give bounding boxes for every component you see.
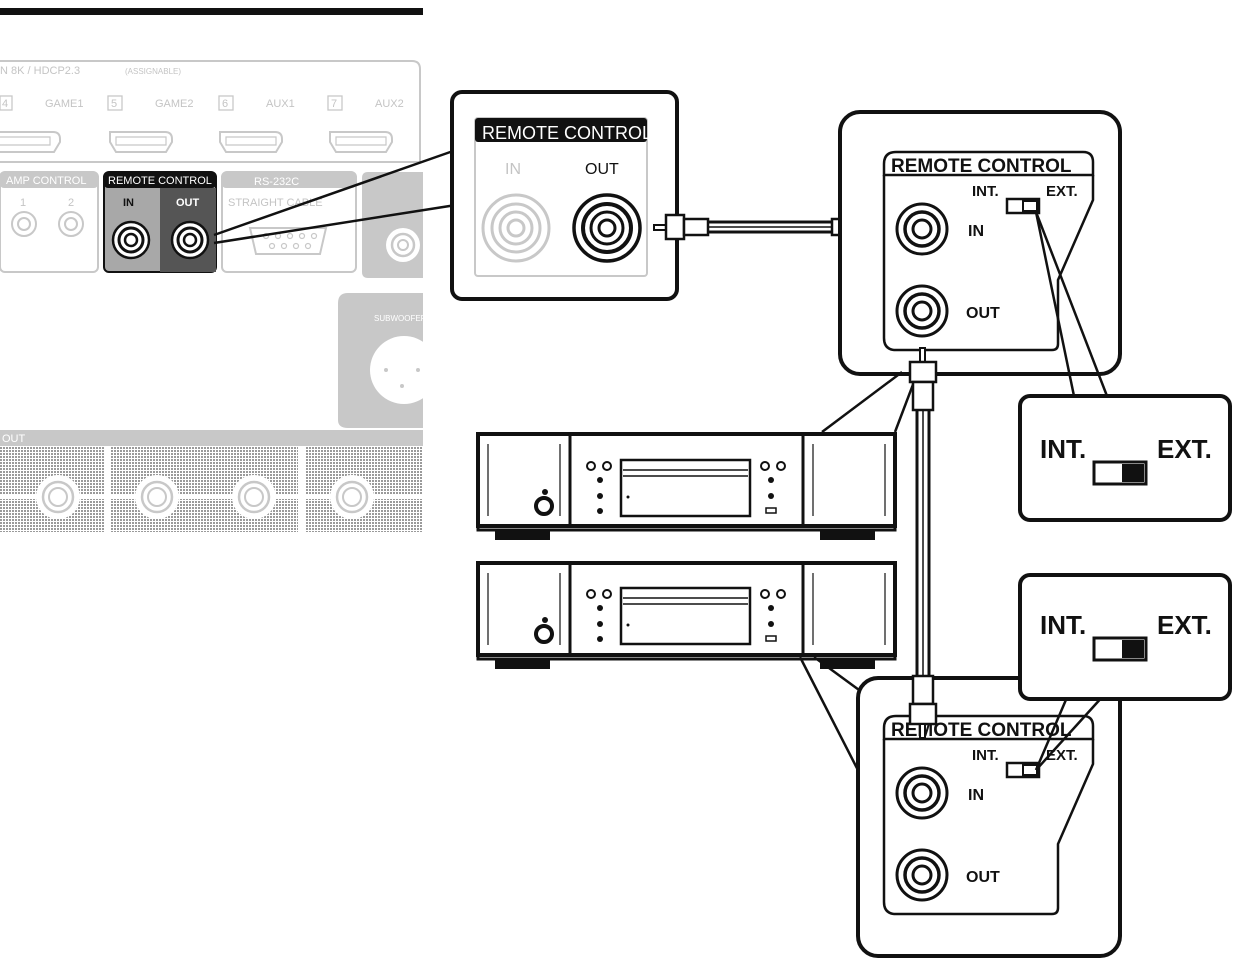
rear-callout-lines	[213, 148, 457, 245]
hdmi-label-game1: GAME1	[45, 98, 84, 110]
device-top-out-label: OUT	[966, 305, 1000, 322]
hdmi-num-5: 5	[111, 98, 117, 110]
hdmi-num-4: 4	[2, 98, 8, 110]
device-bottom-out-jack	[895, 848, 949, 902]
switch-zoom-top: INT. EXT.	[1018, 394, 1232, 522]
switch-bottom-callout-lines	[1034, 694, 1105, 771]
switch-top-callout-lines	[1034, 211, 1109, 397]
device-bottom-int-label: INT.	[972, 747, 999, 764]
hdmi-num-7: 7	[331, 98, 337, 110]
amp-control-title: AMP CONTROL	[6, 175, 86, 187]
hdmi-label-aux1: AUX1	[266, 98, 295, 110]
top-black-bar	[0, 8, 423, 15]
switch-zoom-bottom-int: INT.	[1040, 610, 1086, 640]
amp-jack1-label: 1	[20, 197, 26, 209]
hdmi-num-6: 6	[222, 98, 228, 110]
hdmi-port-labels: 4 GAME1 5 GAME2 6 AUX1 7 AUX2	[0, 95, 404, 111]
device-top-int-label: INT.	[972, 183, 999, 200]
rear-remote-out-jack	[170, 220, 210, 260]
rear-remote-title: REMOTE CONTROL	[108, 175, 212, 187]
rear-remote-in-jack	[111, 220, 151, 260]
switch-zoom-bottom-ext: EXT.	[1157, 610, 1212, 640]
player-bottom	[476, 561, 897, 669]
hdmi-header: N 8K / HDCP2.3	[0, 65, 80, 77]
device-top-ext-label: EXT.	[1046, 183, 1078, 200]
hdmi-label-game2: GAME2	[155, 98, 194, 110]
speaker-out-block: OUT	[0, 430, 423, 532]
device-top-out-jack	[895, 284, 949, 338]
device-top-remote-panel: REMOTE CONTROL INT. EXT. IN OUT	[838, 110, 1122, 376]
subwoofer-label: SUBWOOFER	[374, 314, 427, 323]
speaker-terminals	[36, 475, 374, 519]
hdmi-label-aux2: AUX2	[375, 98, 404, 110]
switch-zoom-top-int: INT.	[1040, 434, 1086, 464]
device-top-title: REMOTE CONTROL	[891, 156, 1072, 177]
subwoofer-block: SUBWOOFER	[338, 293, 438, 428]
rear-panel: N 8K / HDCP2.3 (ASSIGNABLE) 4 GAME1 5 GA…	[0, 8, 438, 532]
rear-remote-out-label: OUT	[176, 197, 200, 209]
amp-jack2-label: 2	[68, 197, 74, 209]
rear-remote-control-block: REMOTE CONTROL IN OUT	[103, 171, 217, 273]
rs232c-block: RS-232C STRAIGHT CABLE	[221, 171, 357, 273]
hdmi-box	[0, 60, 421, 163]
zoom-rear-remote: REMOTE CONTROL IN OUT	[450, 90, 679, 301]
device-bottom-out-label: OUT	[966, 869, 1000, 886]
zoom-rear-title: REMOTE CONTROL	[482, 123, 652, 143]
device-bottom-in-jack	[895, 766, 949, 820]
device-top-switch	[1005, 197, 1041, 215]
player-top	[476, 432, 897, 540]
out-header: OUT	[2, 433, 26, 445]
device-bottom-in-label: IN	[968, 787, 984, 804]
zoom-rear-in-jack	[481, 193, 551, 263]
zoom-rear-in-label: IN	[505, 161, 521, 178]
rear-remote-in-label: IN	[123, 197, 134, 209]
switch-zoom-bottom: INT. EXT.	[1018, 573, 1232, 701]
zoom-rear-out-jack	[572, 193, 642, 263]
zoom-rear-out-label: OUT	[585, 161, 619, 178]
switch-zoom-top-ext: EXT.	[1157, 434, 1212, 464]
device-top-callout-lines	[821, 371, 919, 433]
hdmi-connectors	[0, 131, 393, 153]
vertical-rca-cable	[908, 347, 938, 739]
amp-control-block: AMP CONTROL 1 2	[0, 171, 99, 273]
device-bottom-switch	[1005, 761, 1041, 779]
hdmi-assignable-label: (ASSIGNABLE)	[125, 67, 181, 76]
rs232c-title: RS-232C	[254, 176, 299, 188]
grey-jack-block	[362, 172, 423, 278]
device-top-in-label: IN	[968, 223, 984, 240]
device-bottom-remote-panel: REMOTE CONTROL INT. EXT. IN OUT	[856, 676, 1122, 958]
device-top-in-jack	[895, 202, 949, 256]
